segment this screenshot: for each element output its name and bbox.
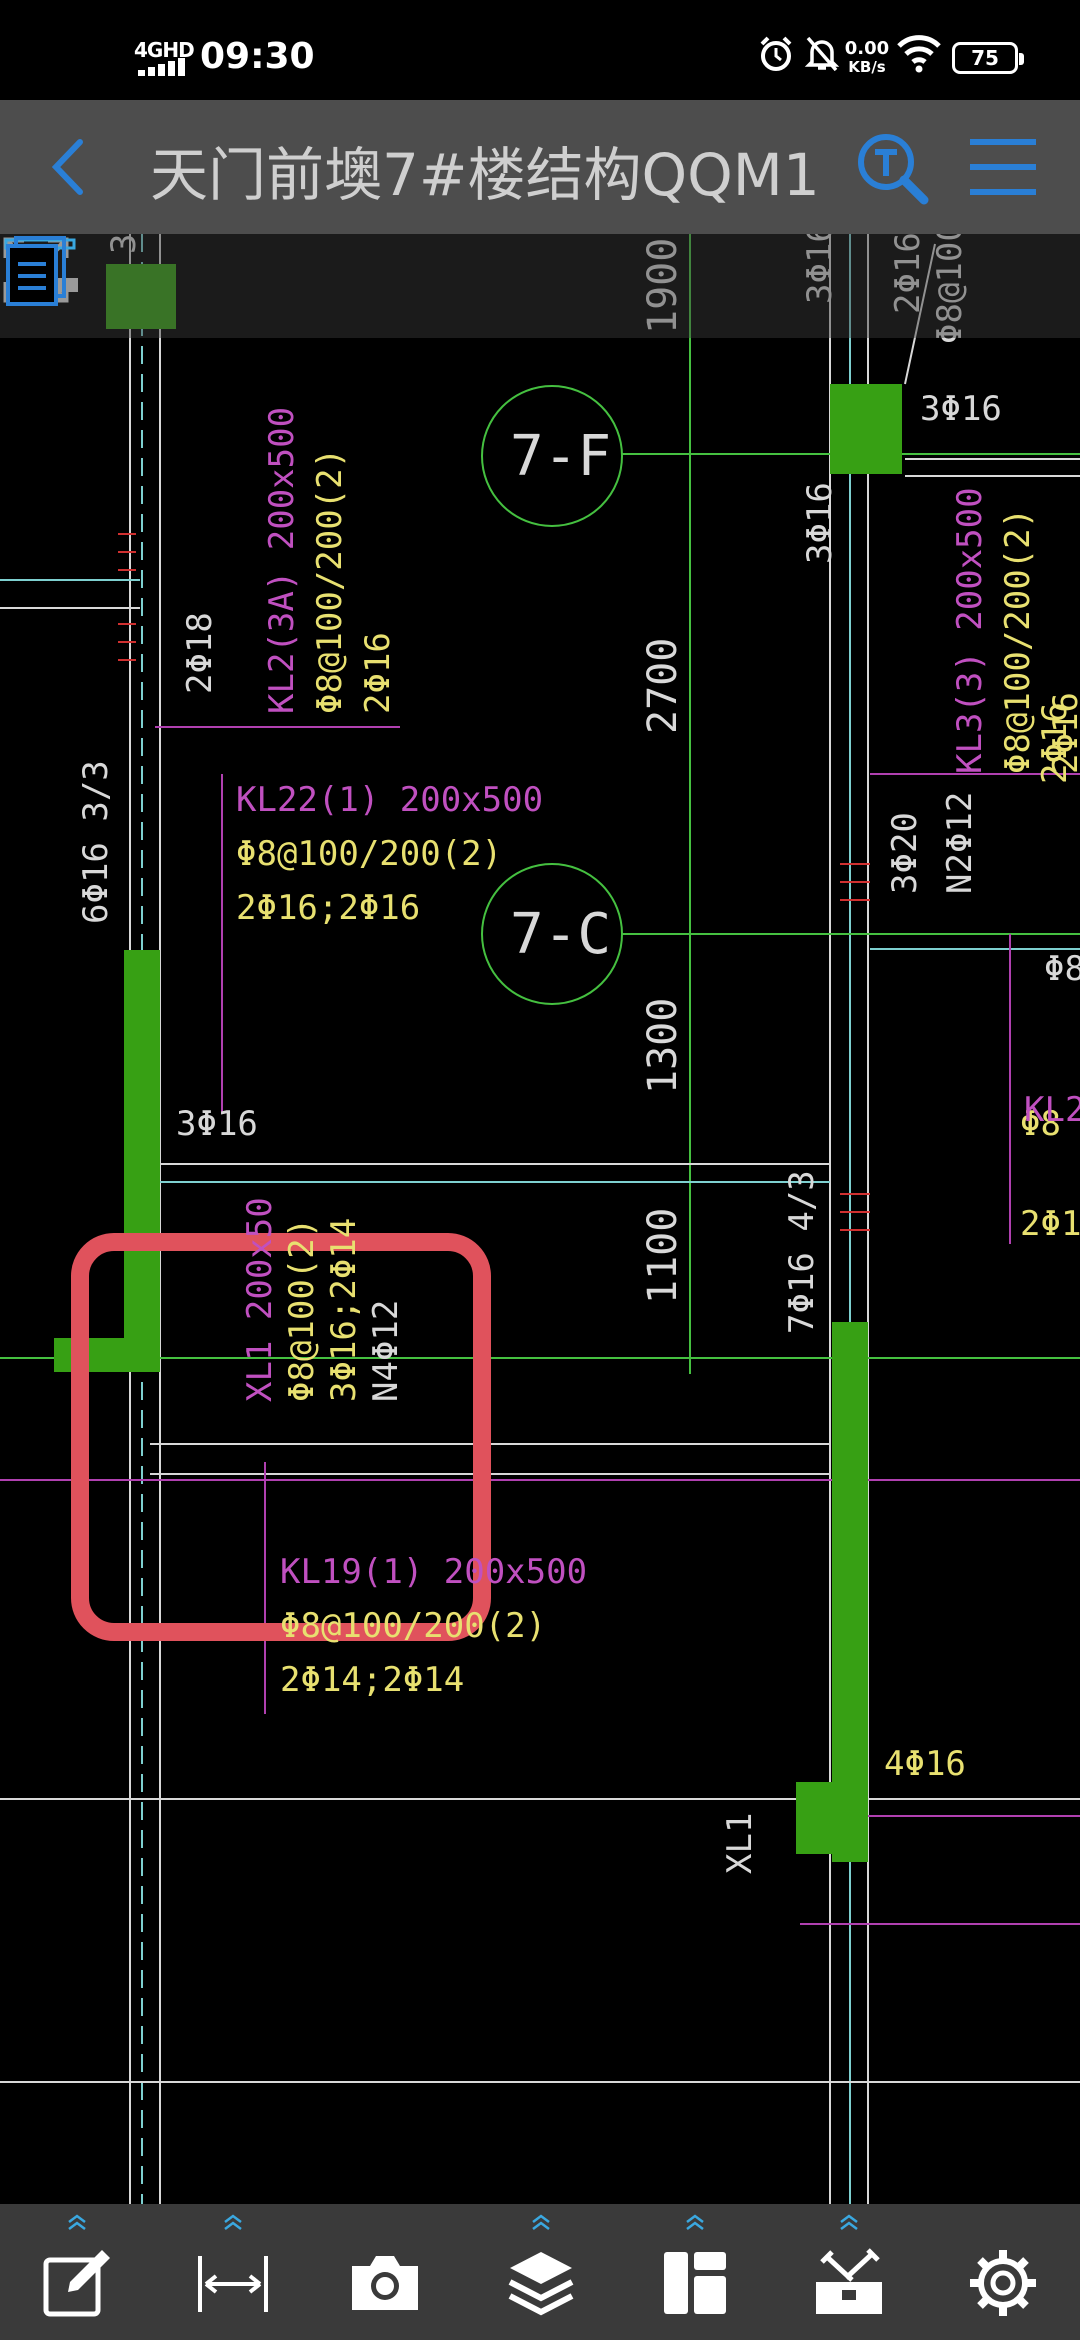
text-search-icon[interactable] — [852, 128, 932, 208]
rebar-label: 2Φ18 — [180, 612, 220, 694]
status-bar: 4GHD 09:30 0.00 KB/s 75 — [0, 0, 1080, 100]
dimension-label: 2700 — [640, 637, 686, 734]
clock: 09:30 — [200, 36, 315, 77]
column — [124, 950, 160, 1346]
layers-tool-button[interactable] — [486, 2212, 596, 2334]
chevron-up-icon — [68, 2214, 86, 2230]
rebar-label: 7Φ16 4/3 — [782, 1170, 822, 1334]
mute-notification-icon — [804, 36, 840, 72]
rebar-label: 3Φ16 — [920, 389, 1002, 429]
chevron-up-icon — [532, 2214, 550, 2230]
wifi-icon — [897, 35, 941, 73]
axis-marker-7f — [481, 385, 623, 527]
axis-label-7c: 7-C — [510, 902, 612, 967]
drawing-title: 天门前墺7#楼结构QQM1 — [150, 141, 820, 209]
signal-icon — [138, 58, 190, 76]
beam-name-label: KL2 — [1024, 1090, 1080, 1130]
rebar-label: 3Φ16 — [800, 482, 840, 564]
measure-tool-button[interactable] — [178, 2212, 288, 2334]
beam-detail-label: Φ8@100/200(2) — [998, 507, 1038, 774]
beam-detail-label: Φ8@100/200(2) — [280, 1606, 547, 1646]
layers-icon — [508, 2252, 574, 2316]
rebar-label: 6Φ16 3/3 — [76, 760, 116, 924]
beam-detail-label: Φ8@100(2) — [282, 1217, 322, 1402]
rebar-label: Φ8 — [1020, 1104, 1061, 1144]
chevron-up-icon — [686, 2214, 704, 2230]
edit-icon — [43, 2250, 110, 2317]
rebar-label: Φ8 — [1044, 949, 1080, 989]
axis-marker-7c — [481, 863, 623, 1005]
column — [54, 1338, 160, 1372]
gear-icon — [970, 2250, 1036, 2316]
rebar-label: 3Φ16 — [176, 1104, 258, 1144]
axis-label-7f: 7-F — [510, 424, 612, 489]
chevron-up-icon — [224, 2214, 242, 2230]
measure-icon — [198, 2256, 268, 2312]
beam-name-label: KL22(1) 200x500 — [236, 780, 544, 820]
edit-tool-button[interactable] — [22, 2212, 132, 2334]
beam-name-label: XL1 200x50 — [240, 1197, 280, 1402]
beam-detail-label: 3Φ16;2Φ14 — [324, 1217, 364, 1402]
beam-detail-label: Φ8@100/200(2) — [236, 834, 503, 874]
toolbox-button[interactable] — [794, 2212, 904, 2334]
rebar-label: N2Φ12 — [940, 791, 980, 894]
chevron-up-icon — [840, 2214, 858, 2230]
layout-icon — [664, 2252, 726, 2314]
column — [830, 384, 902, 474]
rebar-label: 3Φ20 — [885, 812, 925, 894]
network-speed: 0.00 KB/s — [842, 38, 892, 77]
title-bar: 天门前墺7#楼结构QQM1 — [0, 100, 1080, 234]
battery-icon: 75 — [952, 42, 1024, 74]
beam-detail-label: 2Φ16 — [358, 632, 398, 714]
toolbox-icon — [816, 2248, 882, 2314]
alarm-icon — [760, 36, 792, 71]
column — [832, 1322, 868, 1862]
rebar-label: XL1 — [720, 1812, 760, 1874]
rebar-label: 4Φ16 — [884, 1744, 966, 1784]
column — [106, 264, 176, 329]
speed-unit: KB/s — [848, 58, 886, 76]
dimension-label: 1100 — [640, 1207, 686, 1304]
camera-icon — [352, 2256, 418, 2310]
rebar-label: 2Φ16 — [1020, 1204, 1080, 1244]
beam-detail-label: 2Φ16 — [1046, 692, 1080, 774]
bottom-toolbar — [0, 2204, 1080, 2340]
beam-detail-label: 2Φ16;2Φ16 — [236, 888, 421, 928]
settings-button[interactable] — [948, 2212, 1058, 2334]
beam-name-label: KL19(1) 200x500 — [280, 1552, 588, 1592]
speed-value: 0.00 — [844, 38, 890, 59]
beam-detail-label: N4Φ12 — [366, 1299, 406, 1402]
battery-level: 75 — [971, 46, 999, 70]
selection-highlight — [71, 1233, 491, 1641]
beam-name-label: KL2(3A) 200x500 — [262, 406, 302, 714]
drawing-list-icon[interactable] — [0, 234, 70, 314]
cad-drawing — [0, 234, 1080, 2204]
rebar-hatch — [118, 533, 870, 1231]
back-arrow-icon[interactable] — [36, 130, 110, 204]
layout-tool-button[interactable] — [640, 2212, 750, 2334]
menu-icon[interactable] — [966, 134, 1040, 200]
view-controls-strip — [0, 234, 1080, 338]
beam-name-label: KL3(3) 200x500 — [950, 487, 990, 774]
beam-detail-label: 2Φ14;2Φ14 — [280, 1660, 465, 1700]
column — [796, 1782, 868, 1854]
dimension-label: 1300 — [640, 997, 686, 1094]
beam-detail-label: Φ8@100/200(2) — [310, 447, 350, 714]
leader-line — [904, 243, 936, 385]
camera-tool-button[interactable] — [330, 2212, 440, 2334]
